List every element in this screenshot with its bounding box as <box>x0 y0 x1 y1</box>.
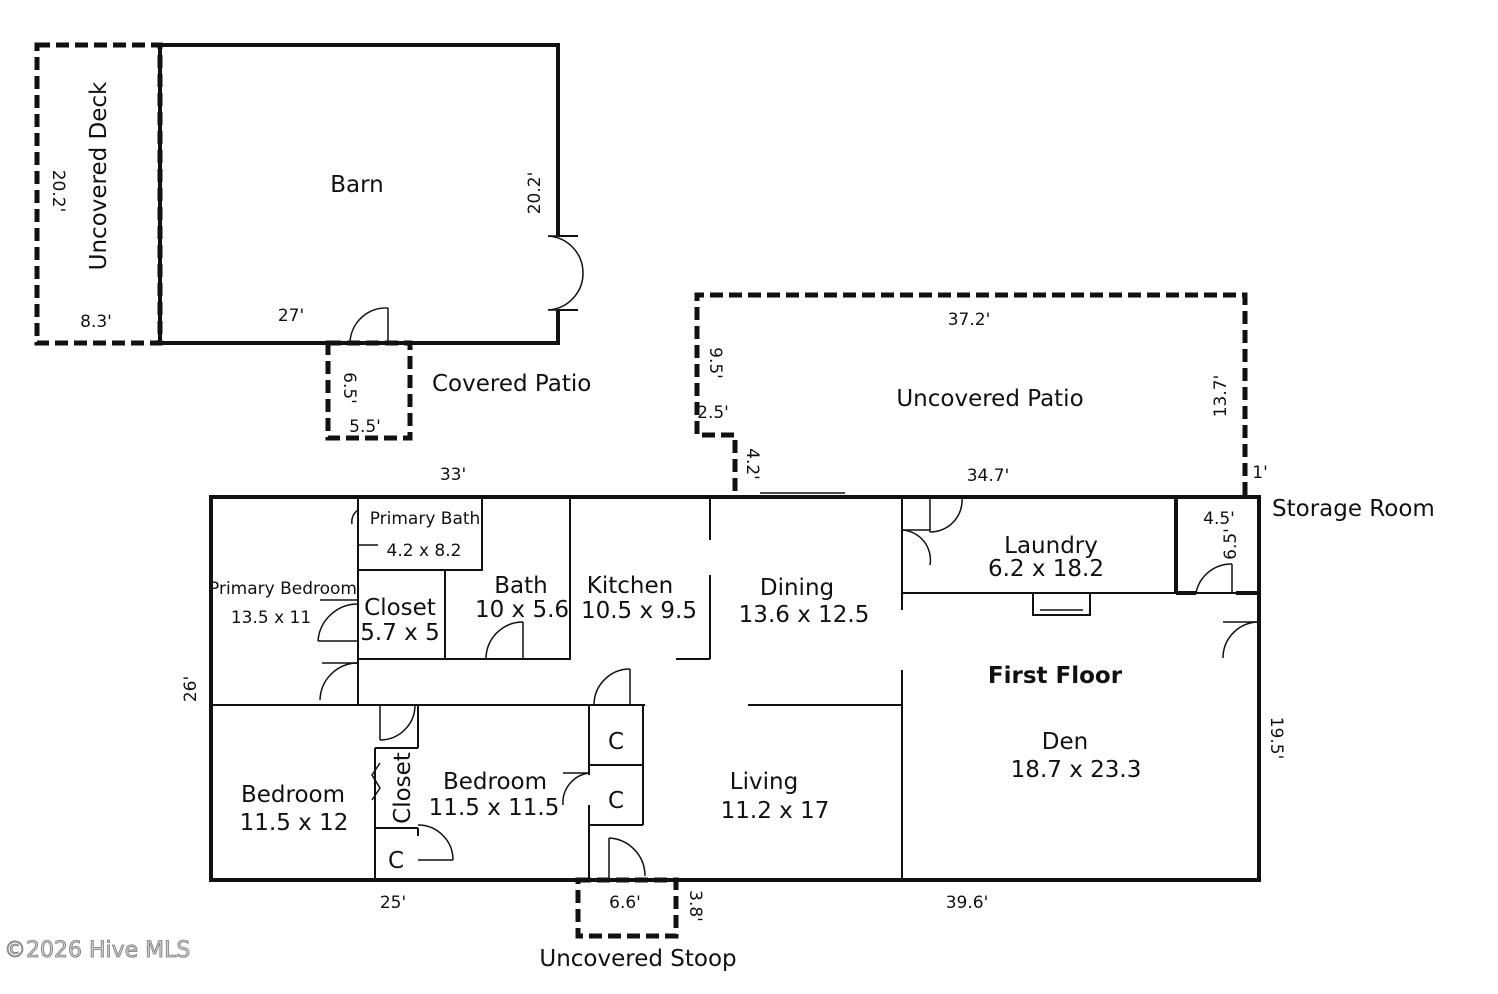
bedroom-left-size: 11.5 x 12 <box>240 810 349 836</box>
house-dim-bottom-right: 39.6' <box>946 893 989 913</box>
uncovered-stoop-outline <box>575 877 679 939</box>
covered-patio-dim-side: 6.5' <box>339 372 359 404</box>
barn-label: Barn <box>330 172 384 198</box>
primary-bedroom-name: Primary Bedroom <box>209 579 357 599</box>
covered-patio-dim-bottom: 5.5' <box>349 417 381 437</box>
patio-dim-right-step: 1' <box>1252 463 1268 483</box>
watermark: ©2026 Hive MLS <box>4 938 190 963</box>
interior-walls <box>211 492 1259 880</box>
house-dim-left: 26' <box>181 676 201 702</box>
door-swings <box>317 496 1260 878</box>
house-dim-top: 33' <box>440 465 466 485</box>
bedroom-left-name: Bedroom <box>241 782 345 808</box>
closet-primary-size: 5.7 x 5 <box>360 620 439 646</box>
den-name: Den <box>1042 729 1088 755</box>
living-name: Living <box>730 769 798 795</box>
house-exterior <box>209 495 1261 882</box>
closet-c1: C <box>608 729 624 755</box>
living-size: 11.2 x 17 <box>721 798 830 824</box>
uncovered-deck-label: Uncovered Deck <box>86 81 112 270</box>
house-dim-bottom-left: 25' <box>380 893 406 913</box>
storage-room-label: Storage Room <box>1272 496 1435 522</box>
stoop-dim-depth: 3.8' <box>685 890 705 922</box>
bath-name: Bath <box>494 573 547 599</box>
dining-name: Dining <box>760 575 834 601</box>
patio-dim-right: 13.7' <box>1211 375 1231 418</box>
closet-c3: C <box>388 848 404 874</box>
laundry-name: Laundry <box>1004 533 1098 559</box>
barn-dim-side: 20.2' <box>525 172 545 215</box>
kitchen-size: 10.5 x 9.5 <box>581 598 697 624</box>
uncovered-patio-outline <box>694 292 1248 495</box>
barn-dim-bottom: 27' <box>278 306 304 326</box>
den-size: 18.7 x 23.3 <box>1011 757 1142 783</box>
storage-dim-h: 6.5' <box>1221 528 1241 560</box>
floor-title: First Floor <box>988 663 1123 689</box>
uncovered-patio-label: Uncovered Patio <box>896 386 1083 412</box>
patio-dim-bottom: 34.7' <box>967 466 1010 486</box>
bath-size: 10 x 5.6 <box>475 597 569 623</box>
covered-patio-label: Covered Patio <box>432 371 591 397</box>
deck-dim-side: 20.2' <box>48 170 68 213</box>
house-dim-right: 19.5' <box>1266 717 1286 760</box>
patio-dim-left-lower: 4.2' <box>742 448 762 480</box>
primary-bedroom-size: 13.5 x 11 <box>231 608 311 628</box>
dining-size: 13.6 x 12.5 <box>739 602 870 628</box>
closet-c2: C <box>608 788 624 814</box>
patio-dim-step: 2.5' <box>697 403 729 423</box>
deck-dim-bottom: 8.3' <box>80 312 112 332</box>
bedroom-mid-name: Bedroom <box>443 769 547 795</box>
bedroom-mid-size: 11.5 x 11.5 <box>429 795 560 821</box>
storage-dim-w: 4.5' <box>1203 509 1235 529</box>
covered-patio-outline <box>325 340 413 441</box>
patio-dim-left-upper: 9.5' <box>705 347 725 379</box>
uncovered-stoop-label: Uncovered Stoop <box>539 946 736 972</box>
primary-bath-name: Primary Bath <box>370 509 481 529</box>
closet-vertical-name: Closet <box>390 752 416 824</box>
patio-dim-top: 37.2' <box>948 310 991 330</box>
closet-primary-name: Closet <box>364 595 436 621</box>
primary-bath-size: 4.2 x 8.2 <box>387 541 462 561</box>
stoop-dim-width: 6.6' <box>609 893 641 913</box>
kitchen-name: Kitchen <box>587 573 673 599</box>
uncovered-deck-outline <box>34 42 163 346</box>
laundry-size: 6.2 x 18.2 <box>988 556 1104 582</box>
